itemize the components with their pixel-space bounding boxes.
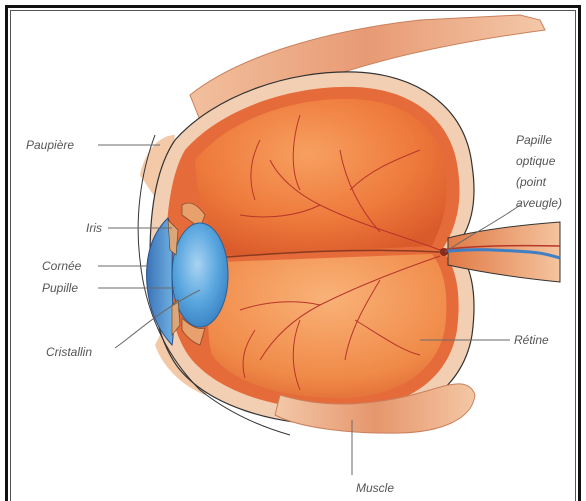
label-cornee: Cornée xyxy=(42,259,82,273)
label-paupiere: Paupière xyxy=(26,138,74,152)
label-papille-line2: optique xyxy=(516,154,556,168)
label-muscle: Muscle xyxy=(356,481,394,495)
label-pupille: Pupille xyxy=(42,281,78,295)
optic-disc xyxy=(440,248,448,256)
label-iris: Iris xyxy=(86,221,102,235)
vitreous-lower xyxy=(208,254,446,398)
lens xyxy=(172,223,228,327)
label-retine: Rétine xyxy=(514,333,549,347)
label-papille-line4: aveugle) xyxy=(516,196,562,210)
label-papille-line1: Papille xyxy=(516,133,552,147)
label-papille-line3: (point xyxy=(516,175,547,189)
label-cristallin: Cristallin xyxy=(46,345,92,359)
